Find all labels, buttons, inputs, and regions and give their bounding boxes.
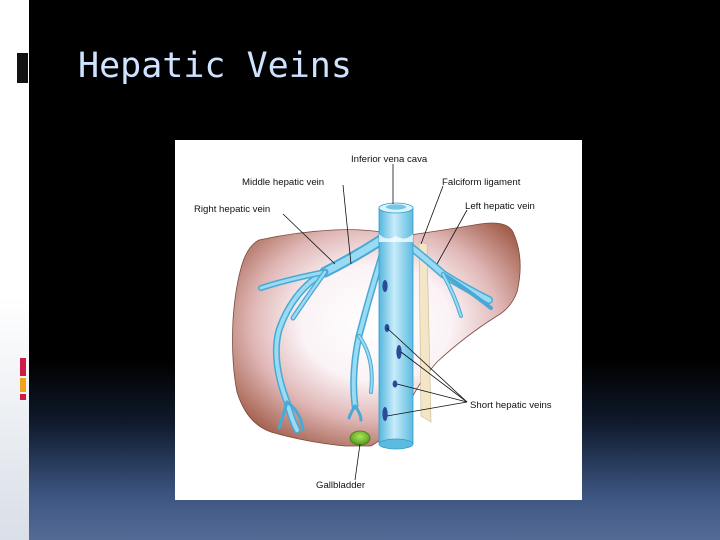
accent-mark-red — [20, 358, 26, 376]
hepatic-veins-diagram: Inferior vena cava Middle hepatic vein F… — [175, 140, 582, 500]
label-inferior-vena-cava: Inferior vena cava — [351, 154, 428, 165]
label-middle-hepatic-vein: Middle hepatic vein — [242, 177, 324, 188]
label-gallbladder: Gallbladder — [316, 480, 366, 491]
accent-mark-orange — [20, 378, 26, 392]
falciform-ligament-shape — [418, 241, 432, 423]
short-hepatic-vein-openings — [382, 280, 402, 421]
leader-lines — [282, 164, 468, 481]
inferior-vena-cava-shape — [378, 202, 414, 450]
left-strip — [0, 0, 29, 540]
accent-mark-red-2 — [20, 394, 26, 400]
label-left-hepatic-vein: Left hepatic vein — [465, 201, 535, 212]
title-marker — [17, 53, 28, 83]
hepatic-vein-branches — [258, 234, 493, 434]
label-falciform-ligament: Falciform ligament — [442, 177, 521, 188]
label-short-hepatic-veins: Short hepatic veins — [470, 400, 552, 411]
label-right-hepatic-vein: Right hepatic vein — [194, 204, 270, 215]
gallbladder-shape — [349, 430, 371, 446]
page-title: Hepatic Veins — [78, 46, 352, 86]
